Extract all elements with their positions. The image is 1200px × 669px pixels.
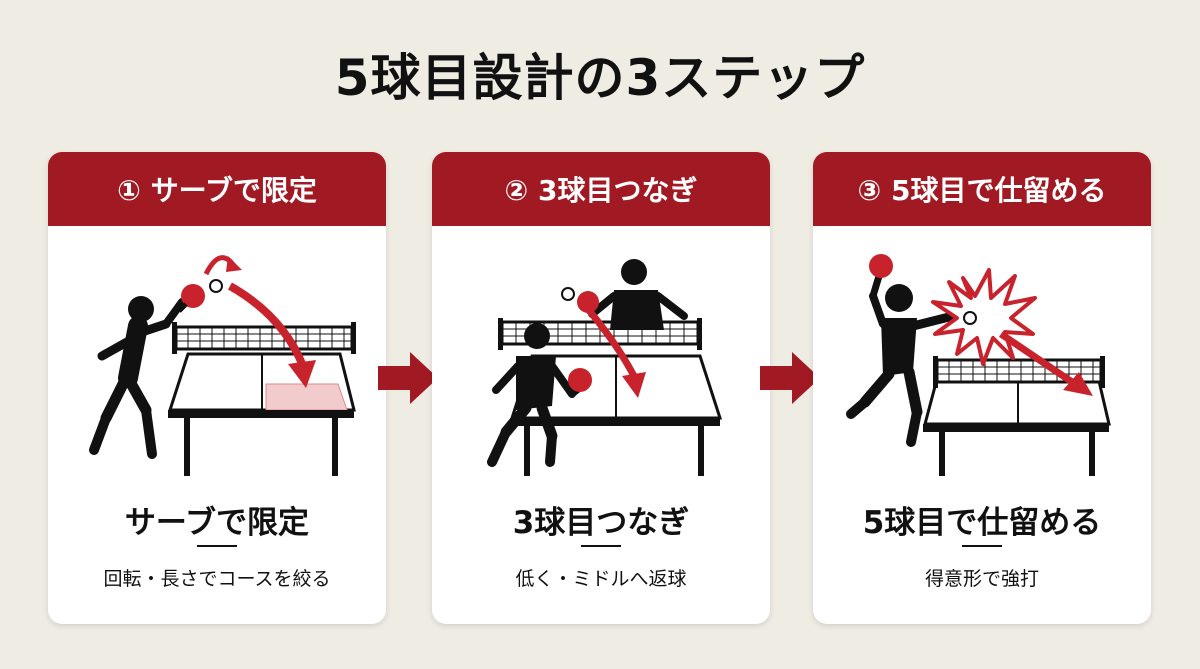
step-card-serve: ① サーブで限定 (48, 152, 386, 624)
title-divider (581, 545, 621, 547)
step-header: ③ 5球目で仕留める (813, 152, 1151, 226)
step-header: ① サーブで限定 (48, 152, 386, 226)
flow-arrow-icon (378, 352, 438, 404)
flow-arrow-icon (760, 352, 820, 404)
step-subtitle: 回転・長さでコースを絞る (103, 568, 331, 590)
step-card-fifth-ball: ③ 5球目で仕留める (813, 152, 1151, 624)
serve-illustration (89, 255, 356, 476)
player-receiving-icon (487, 323, 592, 467)
step-subtitle: 得意形で強打 (924, 568, 1039, 590)
impact-burst-icon (931, 268, 1037, 366)
ball-trajectory-arrow-icon (999, 331, 1093, 396)
player-serving-icon (89, 284, 205, 459)
title-divider (197, 545, 237, 547)
step-title: サーブで限定 (124, 505, 310, 541)
player-smashing-icon (846, 254, 958, 447)
step-header: ② 3球目つなぎ (432, 152, 770, 226)
step-card-third-ball: ② 3球目つなぎ (432, 152, 770, 624)
third-ball-illustration (487, 259, 723, 476)
fifth-ball-illustration (846, 254, 1111, 476)
ping-pong-table-icon (923, 356, 1111, 476)
step-title: 5球目で仕留める (862, 505, 1102, 541)
step-subtitle: 低く・ミドルへ返球 (515, 568, 687, 590)
ball-trajectory-arrow-icon (561, 287, 646, 398)
ping-pong-table-icon (167, 322, 356, 476)
step-title: 3球目つなぎ (512, 505, 690, 541)
ball-trajectory-arrow-icon (203, 255, 316, 388)
title-divider (962, 545, 1002, 547)
player-receiving-icon (577, 259, 688, 330)
page-title: 5球目設計の3ステップ (334, 49, 866, 107)
